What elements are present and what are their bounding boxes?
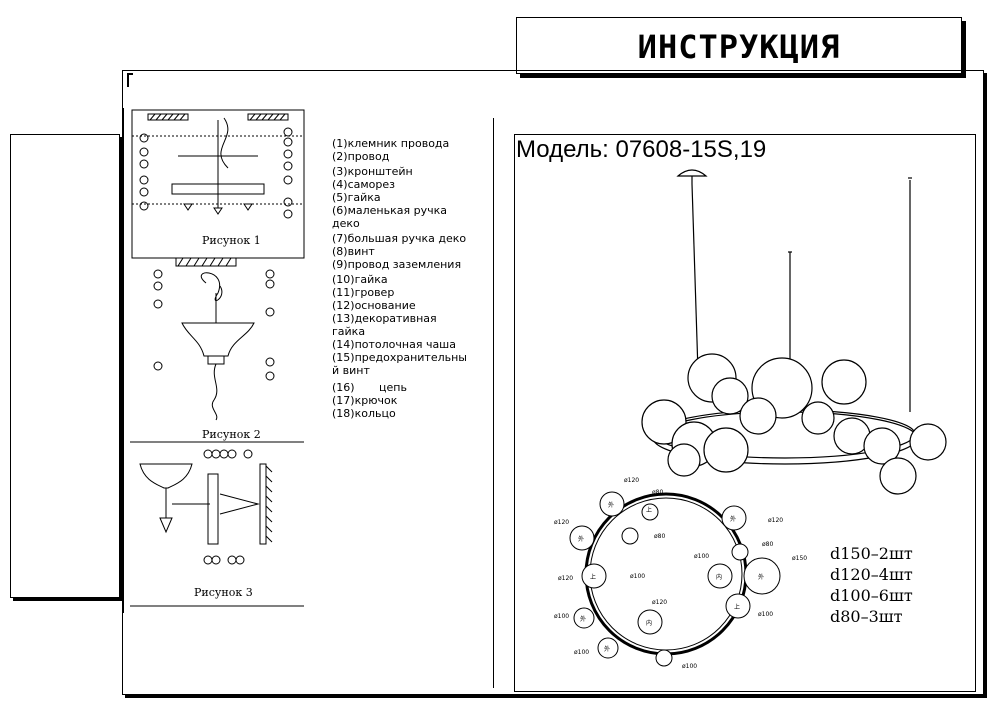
figure-3-caption: Рисунок 3: [194, 586, 253, 599]
title-box: ИНСТРУКЦИЯ: [516, 17, 962, 74]
plan-view-diagram: ø120 ø80 ø120 ø120 ø100 ø100 ø100 ø120 ø…: [554, 477, 807, 670]
plan-label: ø100: [630, 573, 645, 580]
plan-label: ø120: [558, 575, 573, 582]
legend-item: (16) цепь: [332, 381, 407, 394]
parts-legend: (1)клемник провода (2)провод (3)кронштей…: [332, 137, 492, 420]
model-frame: [514, 134, 976, 692]
plan-label: ø100: [682, 663, 697, 670]
plan-label: ø80: [652, 489, 663, 496]
page-title: ИНСТРУКЦИЯ: [637, 28, 841, 66]
legend-item: (7)большая ручка деко: [332, 232, 467, 245]
legend-item: деко: [332, 217, 360, 230]
legend-item: (9)провод заземления: [332, 258, 462, 271]
plan-label: 外: [730, 515, 736, 523]
plan-label: 外: [608, 501, 614, 509]
chandelier-illustration: [641, 169, 947, 495]
plan-label: 上: [590, 573, 596, 581]
plan-label: ø120: [652, 599, 667, 606]
model-label: Модель: 07608-15S,19: [516, 136, 767, 163]
figure-1-caption: Рисунок 1: [202, 234, 261, 247]
plan-label: ø120: [768, 517, 783, 524]
quantity-item: d80–3шт: [830, 607, 903, 626]
legend-item: (14)потолочная чаша: [332, 338, 456, 351]
plan-label: 外: [578, 535, 584, 543]
legend-item: (2)провод: [332, 150, 390, 163]
plan-label: 上: [734, 603, 740, 611]
legend-item: (8)винт: [332, 245, 375, 258]
legend-item: (13)декоративная: [332, 312, 437, 325]
plan-label: 外: [604, 645, 610, 653]
legend-item: (6)маленькая ручка: [332, 204, 447, 217]
plan-label: 外: [758, 573, 764, 581]
corner-mark: [127, 73, 133, 87]
plan-label: ø80: [762, 541, 773, 548]
inner-border: [122, 108, 124, 613]
plan-label: ø100: [554, 613, 569, 620]
legend-item: (11)гровер: [332, 286, 395, 299]
plan-label: 内: [716, 573, 722, 581]
legend-item: (10)гайка: [332, 273, 388, 286]
legend-item: (3)кронштейн: [332, 165, 413, 178]
legend-item: (18)кольцо: [332, 407, 396, 420]
legend-item: гайка: [332, 325, 366, 338]
legend-item: й винт: [332, 364, 370, 377]
figure-2-caption: Рисунок 2: [202, 428, 261, 441]
plan-label: ø120: [554, 519, 569, 526]
plan-label: 外: [580, 615, 586, 623]
plan-label: ø80: [654, 533, 665, 540]
quantity-item: d100–6шт: [830, 586, 913, 605]
plan-label: ø100: [574, 649, 589, 656]
plan-label: ø100: [758, 611, 773, 618]
plan-label: 内: [646, 619, 652, 627]
quantity-item: d120–4шт: [830, 565, 913, 584]
legend-item: (1)клемник провода: [332, 137, 450, 150]
plan-label: ø100: [694, 553, 709, 560]
column-divider: [493, 118, 494, 688]
plan-label: ø150: [792, 555, 807, 562]
assembly-figures: [130, 109, 305, 607]
legend-item: (12)основание: [332, 299, 416, 312]
globe-quantities: d150–2шт d120–4шт d100–6шт d80–3шт: [830, 543, 913, 627]
legend-item: (4)саморез: [332, 178, 395, 191]
legend-item: (15)предохранительны: [332, 351, 467, 364]
quantity-item: d150–2шт: [830, 544, 913, 563]
plan-label: 上: [646, 506, 652, 514]
legend-item: (5)гайка: [332, 191, 381, 204]
plan-label: ø120: [624, 477, 639, 484]
left-side-panel: [10, 134, 120, 598]
legend-item: (17)крючок: [332, 394, 398, 407]
